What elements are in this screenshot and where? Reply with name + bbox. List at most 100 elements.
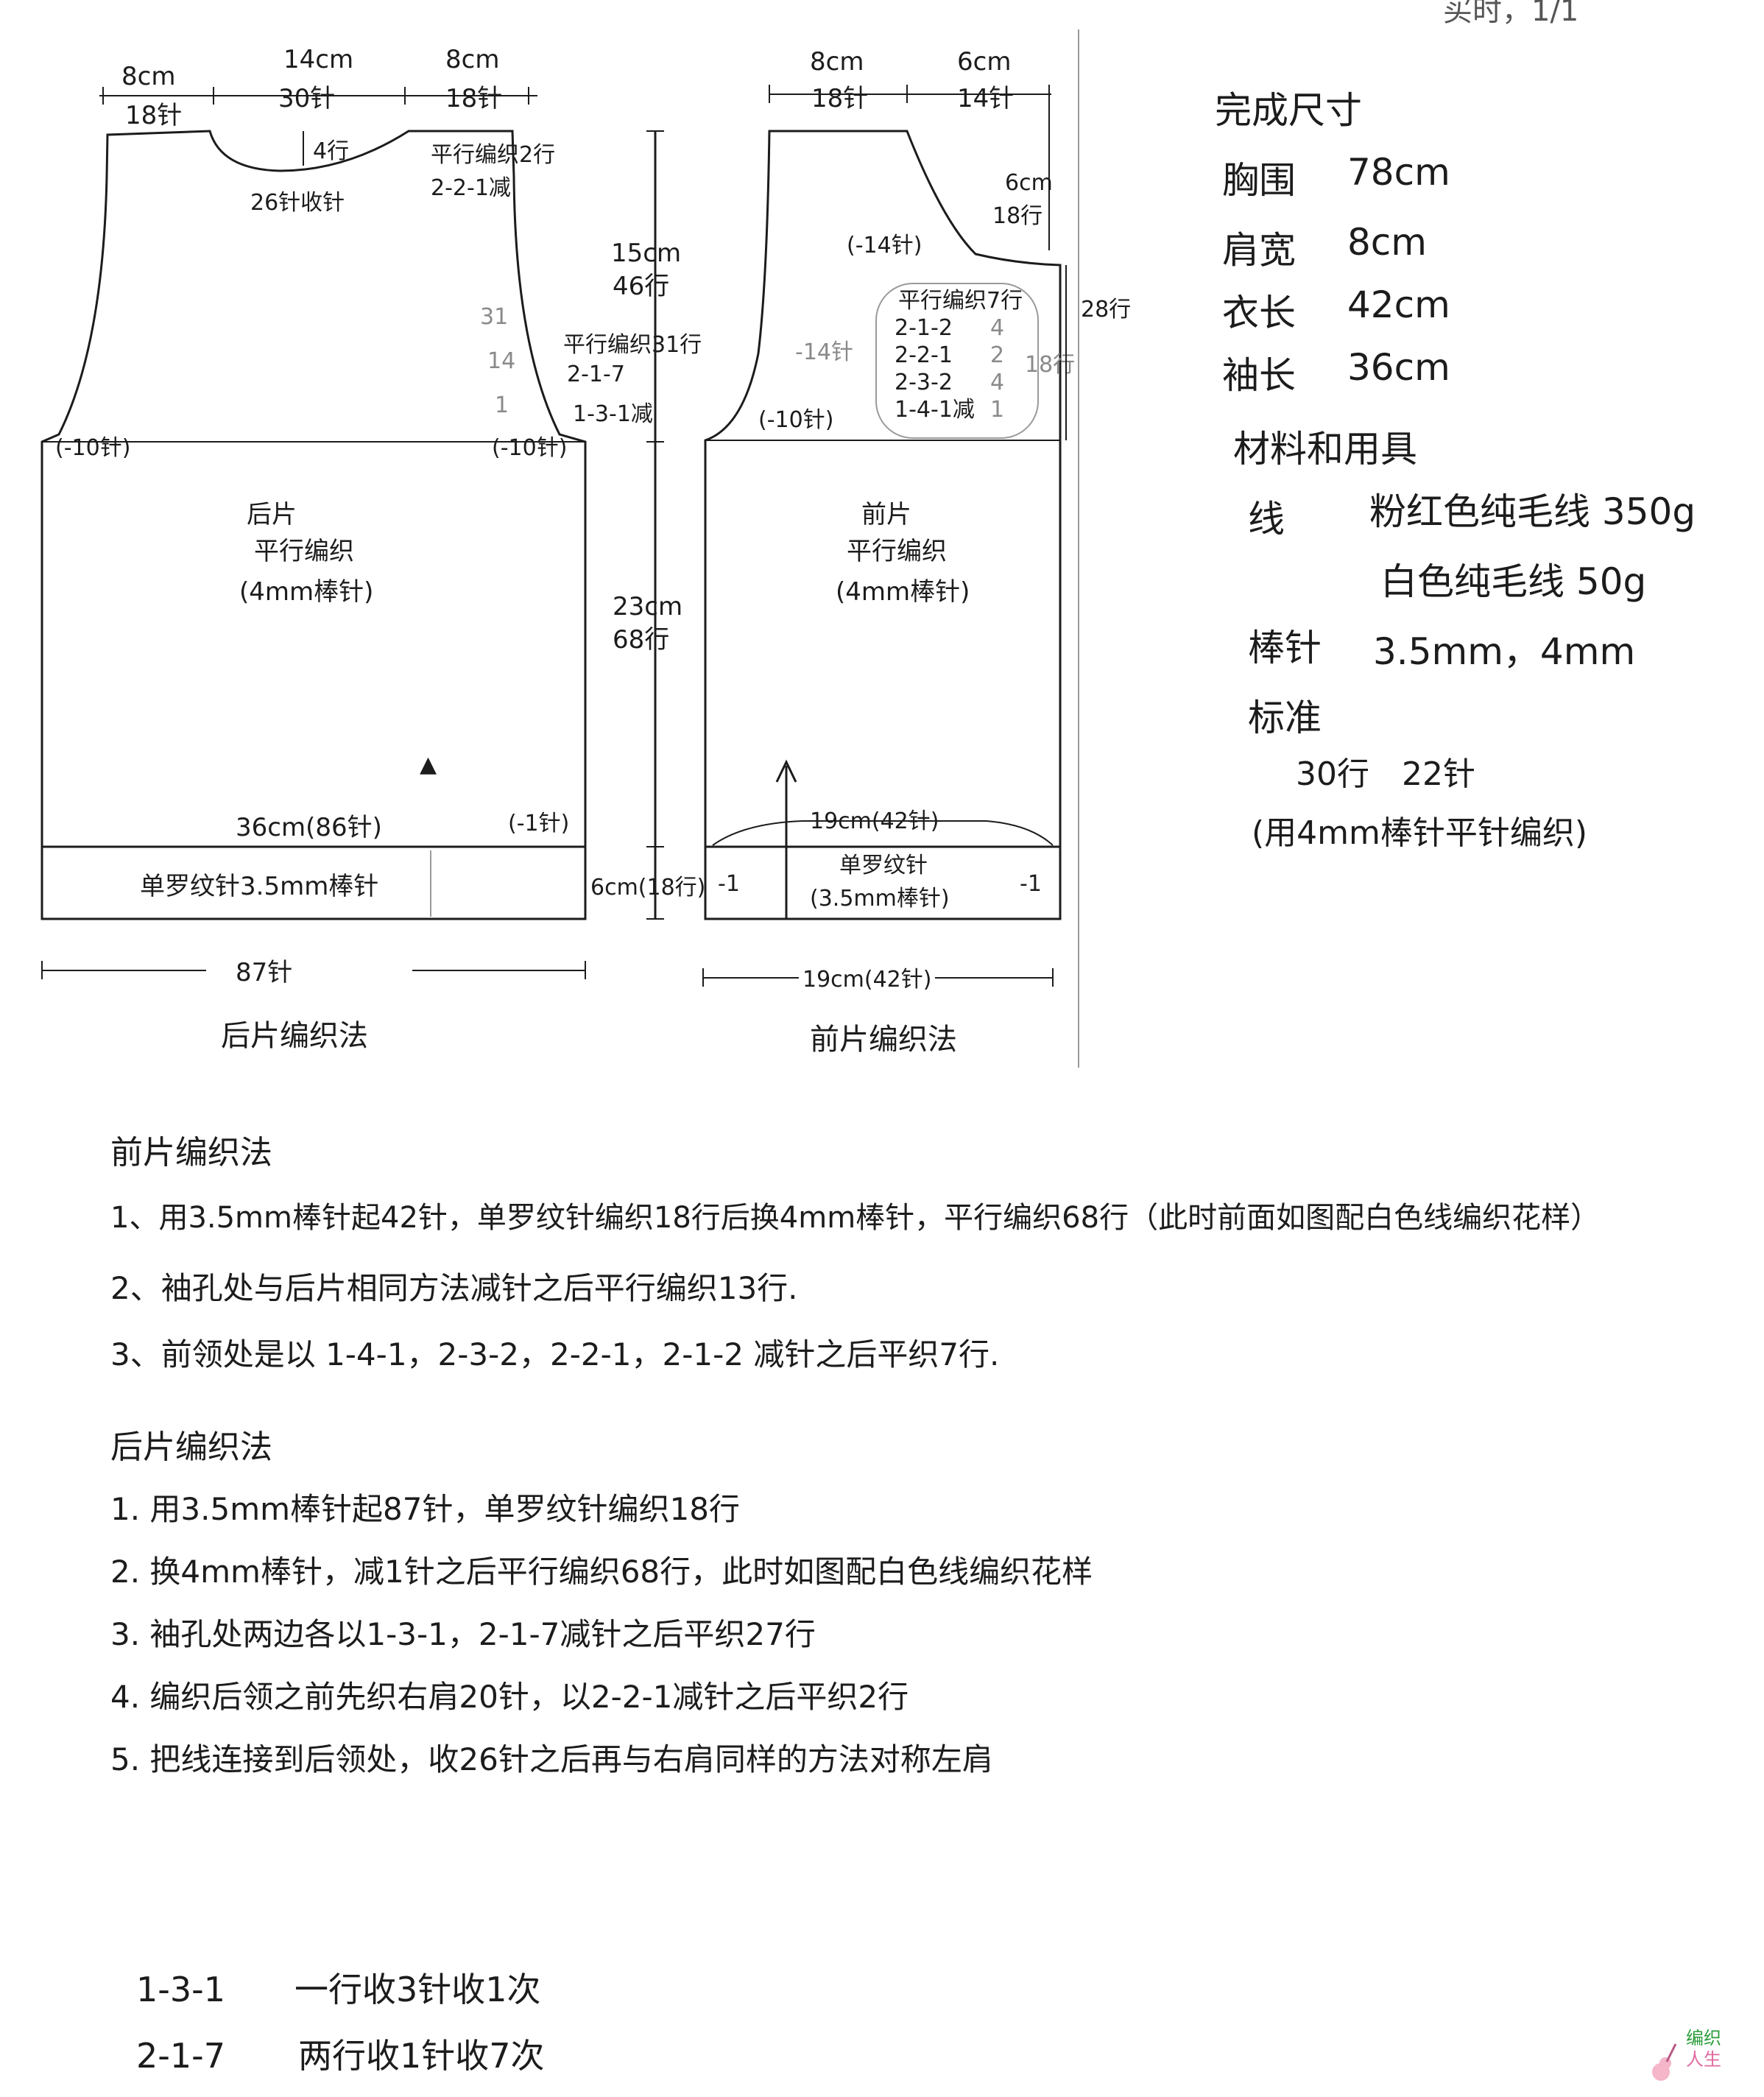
spec-sleeve-label: 袖长 [1222, 354, 1296, 397]
back-step-4: 4. 编织后领之前先织右肩20针，以2-2-1减针之后平织2行 [110, 1679, 909, 1715]
front-arrow-head [775, 759, 797, 783]
front-neck-cm: 6cm [1005, 170, 1053, 196]
guitar-icon [1652, 2043, 1677, 2081]
front-neck-dec: (-14针) [847, 233, 922, 258]
front-faint-dec: -14针 [795, 339, 853, 365]
back-armhole-cm: 15cm [611, 239, 681, 268]
front-instructions-heading: 前片编织法 [110, 1134, 272, 1171]
front-neck-rows: 18行 [992, 203, 1042, 229]
back-armhole-rule-2: 2-1-7 [567, 362, 625, 387]
front-needle: (4mm棒针) [836, 577, 970, 607]
watermark-logo: 编织 人生 [1649, 2025, 1760, 2091]
back-step-3: 3. 袖孔处两边各以1-3-1，2-1-7减针之后平织27行 [110, 1616, 816, 1652]
back-dec-left: (-10针) [55, 435, 130, 461]
front-stitch: 平行编织 [847, 537, 947, 566]
back-title: 后片 [247, 500, 297, 529]
back-faint-31: 31 [480, 304, 508, 330]
front-top-right-width: 6cm [957, 47, 1011, 77]
front-neck-rows-total: 28行 [1081, 297, 1131, 323]
back-neck-mid-width: 14cm [283, 45, 353, 74]
back-rib-height: 6cm(18行) [590, 875, 705, 901]
front-pattern-arc [712, 820, 1054, 846]
spec-length-value: 42cm [1347, 283, 1450, 326]
back-armhole-rows: 46行 [613, 272, 669, 301]
yarn-pink: 粉红色纯毛线 350g [1369, 490, 1696, 533]
back-body-rows: 68行 [613, 625, 669, 655]
front-neck-rule-2: 2-1-2 [895, 315, 953, 341]
front-faint-bubble [875, 283, 1039, 439]
back-piece: 8cm 18针 14cm 30针 8cm 18针 4行 26针收针 平行编织2行… [40, 45, 705, 1053]
front-faint-n2: 2 [990, 342, 1004, 368]
front-width-label: 19cm(42针) [810, 808, 939, 834]
finished-size-panel: 完成尺寸 胸围 78cm 肩宽 8cm 衣长 42cm 袖长 36cm 材料和用… [1215, 81, 1730, 876]
front-neck-rule-4: 2-3-2 [895, 370, 953, 395]
front-top-right-stitches: 14针 [957, 84, 1014, 113]
front-rib-needle: (3.5mm棒针) [810, 886, 950, 912]
front-neck-rule-1: 平行编织7行 [898, 288, 1023, 314]
yarn-white: 白色纯毛线 50g [1380, 560, 1647, 603]
front-faint-n3: 4 [990, 370, 1004, 395]
back-armhole-rule-3: 1-3-1减 [573, 401, 653, 427]
back-dec-one: (-1针) [508, 811, 569, 836]
back-marker-arrow: ▲ [420, 752, 437, 778]
front-step-2: 2、袖孔处与后片相同方法减针之后平行编织13行. [110, 1270, 798, 1306]
front-faint-n4: 1 [990, 397, 1004, 423]
back-caption: 后片编织法 [221, 1019, 368, 1053]
back-neck-right-stitches: 18针 [445, 84, 502, 113]
back-step-5: 5. 把线连接到后领处，收26针之后再与右肩同样的方法对称左肩 [110, 1741, 993, 1777]
back-step-2: 2. 换4mm棒针，减1针之后平行编织68行，此时如图配白色线编织花样 [110, 1554, 1093, 1590]
back-neck-left-width: 8cm [121, 62, 175, 91]
spec-chest-label: 胸围 [1222, 159, 1296, 202]
back-armhole-rule-1: 平行编织31行 [563, 332, 702, 358]
legend-2-code: 2-1-7 [136, 2036, 225, 2076]
front-rib-dec-left: -1 [718, 871, 740, 897]
back-neck-right-width: 8cm [445, 45, 499, 74]
legend-1-code: 1-3-1 [136, 1970, 225, 2009]
back-step-1: 1. 用3.5mm棒针起87针，单罗纹针编织18行 [110, 1491, 740, 1527]
front-piece: 8cm 18针 6cm 14针 6cm 18行 (-14针) 平行编织7行 2-… [702, 47, 1131, 1057]
back-needle: (4mm棒针) [239, 577, 373, 607]
back-neck-mid-stitches: 30针 [278, 84, 335, 113]
front-title: 前片 [861, 500, 911, 529]
knitting-schematic: 8cm 18针 14cm 30针 8cm 18针 4行 26针收针 平行编织2行… [40, 29, 1131, 1068]
gauge-label: 标准 [1248, 697, 1322, 739]
needle-label: 棒针 [1248, 627, 1322, 669]
front-neck-rule-3: 2-2-1 [895, 342, 953, 368]
front-top-left-stitches: 18针 [811, 84, 868, 113]
gauge-note: (用4mm棒针平针编织) [1252, 814, 1588, 852]
back-faint-14: 14 [487, 348, 515, 374]
back-faint-1: 1 [495, 392, 509, 418]
spec-shoulder-value: 8cm [1347, 221, 1428, 264]
spec-sleeve-value: 36cm [1347, 346, 1450, 389]
legend-2-text: 两行收1针收7次 [298, 2036, 545, 2076]
back-rib-label: 单罗纹针3.5mm棒针 [140, 872, 378, 901]
spec-shoulder-label: 肩宽 [1222, 229, 1296, 272]
back-shoulder-rule-1: 平行编织2行 [431, 142, 555, 168]
front-neck-rule-5: 1-4-1减 [895, 397, 975, 423]
back-neck-left-stitches: 18针 [125, 101, 182, 130]
needle-value: 3.5mm，4mm [1373, 630, 1636, 673]
back-body-cm: 23cm [613, 592, 682, 621]
front-top-left-width: 8cm [810, 47, 864, 77]
spec-chest-value: 78cm [1347, 151, 1450, 194]
front-step-1: 1、用3.5mm棒针起42针，单罗纹针编织18行后换4mm棒针，平行编织68行（… [110, 1201, 1601, 1235]
gauge-value: 30行 22针 [1296, 755, 1475, 793]
spec-length-label: 衣长 [1222, 292, 1296, 334]
yarn-label: 线 [1248, 498, 1285, 540]
watermark-line-1: 编织 [1686, 2028, 1721, 2048]
front-rib-dec-right: -1 [1020, 871, 1042, 897]
back-bottom-stitches: 87针 [236, 958, 292, 987]
back-neck-depth: 4行 [313, 138, 349, 164]
front-caption: 前片编织法 [810, 1023, 957, 1057]
back-width-label: 36cm(86针) [236, 813, 382, 842]
finished-size-heading: 完成尺寸 [1215, 89, 1362, 132]
front-faint-n1: 4 [990, 315, 1004, 341]
back-dec-right: (-10针) [492, 435, 567, 461]
back-shoulder-rule-2: 2-2-1减 [431, 175, 511, 201]
materials-heading: 材料和用具 [1233, 428, 1417, 470]
legend-1-text: 一行收3针收1次 [294, 1970, 541, 2009]
back-instructions-heading: 后片编织法 [110, 1428, 272, 1466]
watermark-line-2: 人生 [1686, 2049, 1721, 2070]
back-neck-bindoff: 26针收针 [250, 190, 345, 216]
truncated-header-text: 买时，1/1 [1443, 0, 1579, 28]
